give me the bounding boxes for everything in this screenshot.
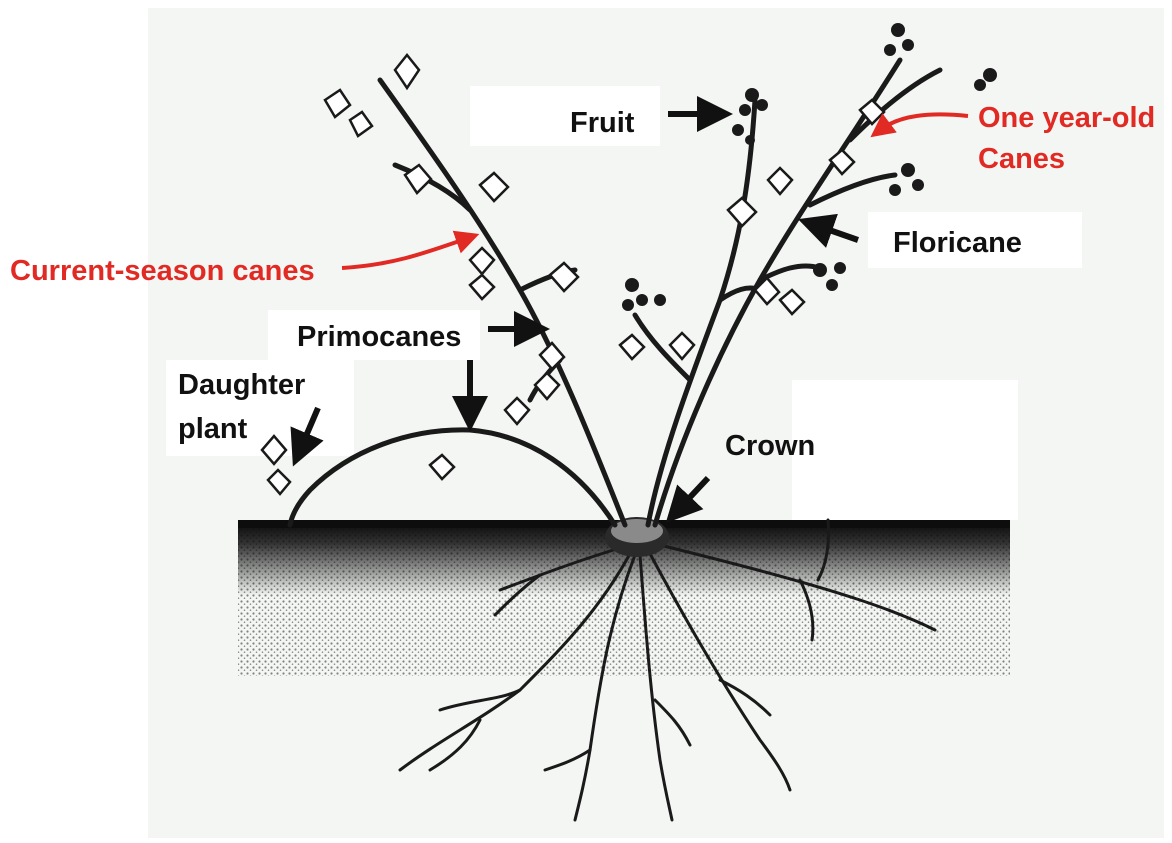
floricane-arrow <box>815 225 858 240</box>
current-season-label: Current-season canes <box>10 254 315 288</box>
one-year-old-label-line1: One year-old <box>978 101 1155 135</box>
one-year-old-label-line2: Canes <box>978 142 1065 176</box>
daughter-arrow <box>300 408 318 450</box>
arrows <box>300 114 968 510</box>
crown-label: Crown <box>725 429 815 463</box>
one-year-old-arrow <box>880 114 968 130</box>
crown-arrow <box>678 478 708 510</box>
primocanes-label: Primocanes <box>297 320 461 354</box>
fruit-label: Fruit <box>570 106 634 140</box>
daughter-plant-label-line2: plant <box>178 412 247 446</box>
current-season-arrow <box>342 238 468 268</box>
daughter-plant-label-line1: Daughter <box>178 368 305 402</box>
floricane-label: Floricane <box>893 226 1022 260</box>
